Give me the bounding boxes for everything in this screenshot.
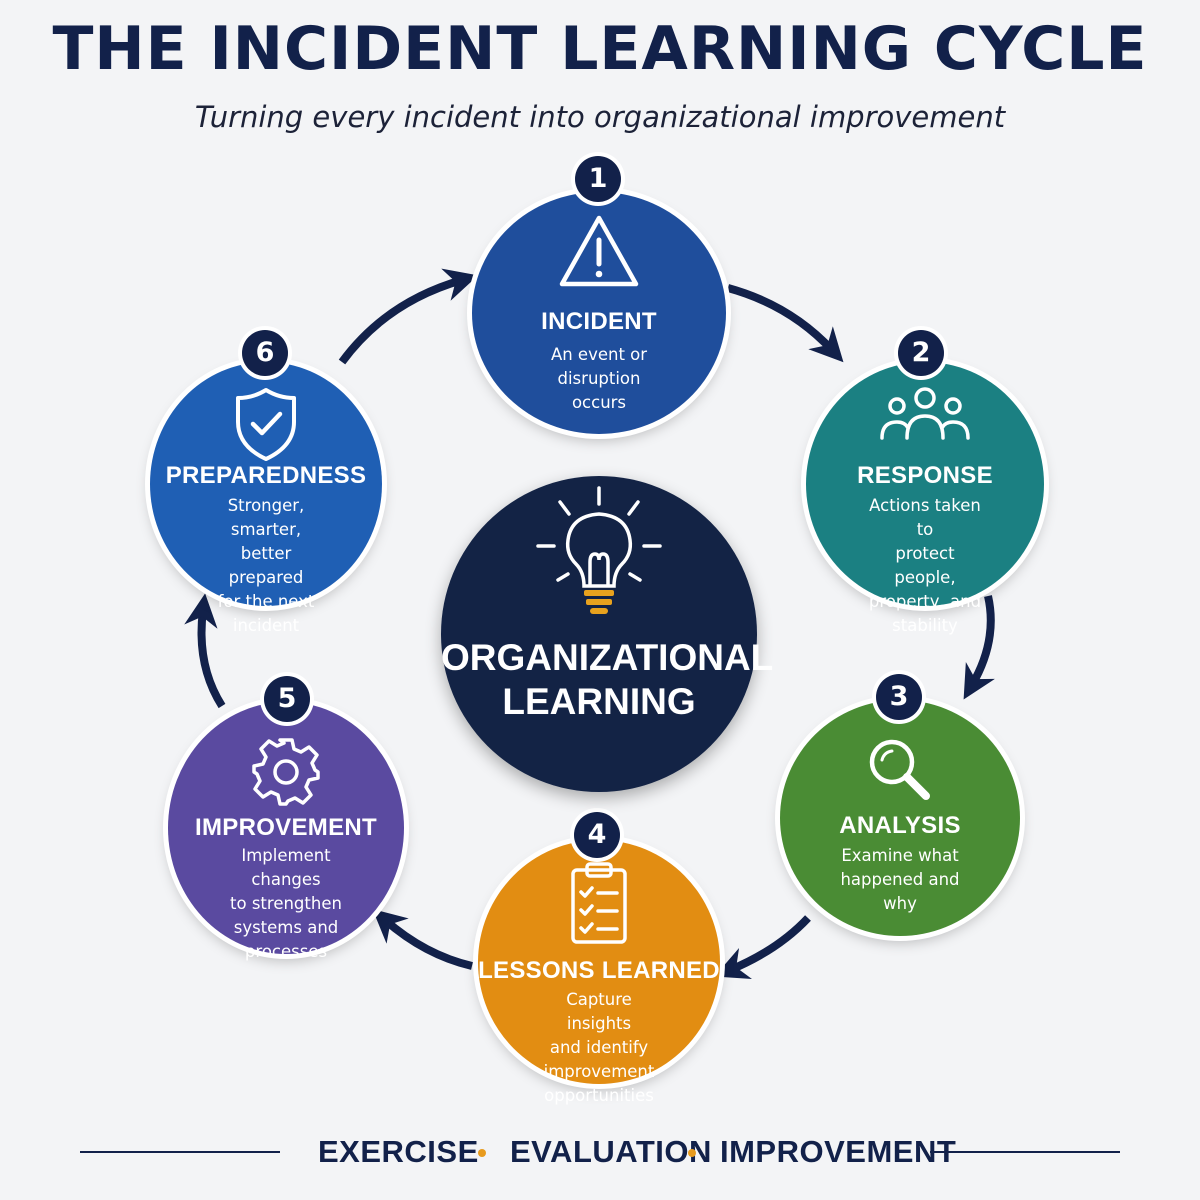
step-number-badge: 1 bbox=[575, 156, 621, 202]
footer-divider-right bbox=[930, 1151, 1120, 1153]
lightbulb-icon bbox=[441, 484, 757, 624]
arrow-5-to-6 bbox=[184, 593, 226, 709]
step-preparedness: PREPAREDNESS Stronger, smarter,better pr… bbox=[150, 362, 382, 635]
arrow-2-to-3 bbox=[963, 595, 995, 700]
shield-check-icon bbox=[150, 384, 382, 464]
magnifier-icon bbox=[780, 730, 1020, 810]
arrow-6-to-1 bbox=[338, 268, 479, 365]
footer-divider-left bbox=[80, 1151, 280, 1153]
footer-tagline: EXERCISE EVALUATION IMPROVEMENT bbox=[0, 1130, 1200, 1180]
gear-icon bbox=[168, 732, 404, 812]
step-number-badge: 6 bbox=[242, 330, 288, 376]
step-number-badge: 3 bbox=[876, 674, 922, 720]
center-organizational-learning: ORGANIZATIONAL LEARNING bbox=[441, 476, 774, 792]
step-label: ANALYSIS bbox=[839, 812, 961, 839]
footer-separator-dot bbox=[688, 1149, 696, 1157]
step-number-badge: 4 bbox=[574, 812, 620, 858]
step-label: INCIDENT bbox=[541, 308, 657, 335]
step-label: RESPONSE bbox=[857, 462, 993, 489]
step-number-badge: 2 bbox=[898, 330, 944, 376]
arrow-4-to-5 bbox=[372, 908, 473, 970]
page-subtitle: Turning every incident into organization… bbox=[194, 100, 1006, 134]
arrow-3-to-4 bbox=[714, 915, 811, 980]
footer-item-exercise: EXERCISE bbox=[318, 1134, 479, 1169]
step-label: PREPAREDNESS bbox=[165, 462, 367, 489]
footer-item-evaluation: EVALUATION bbox=[510, 1134, 712, 1169]
warning-icon bbox=[472, 212, 726, 290]
page-title: THE INCIDENT LEARNING CYCLE bbox=[52, 14, 1148, 84]
footer-separator-dot bbox=[478, 1149, 486, 1157]
step-number-badge: 5 bbox=[264, 676, 310, 722]
arrow-1-to-2 bbox=[726, 284, 844, 363]
center-label: ORGANIZATIONAL LEARNING bbox=[441, 637, 774, 722]
step-label: LESSONS LEARNED bbox=[478, 957, 720, 984]
step-label: IMPROVEMENT bbox=[195, 814, 377, 841]
clipboard-checklist-icon bbox=[478, 860, 720, 946]
footer-item-improvement: IMPROVEMENT bbox=[720, 1134, 957, 1169]
people-icon bbox=[806, 384, 1044, 444]
step-description: Stronger, smarter,better prepared for th… bbox=[217, 496, 315, 635]
